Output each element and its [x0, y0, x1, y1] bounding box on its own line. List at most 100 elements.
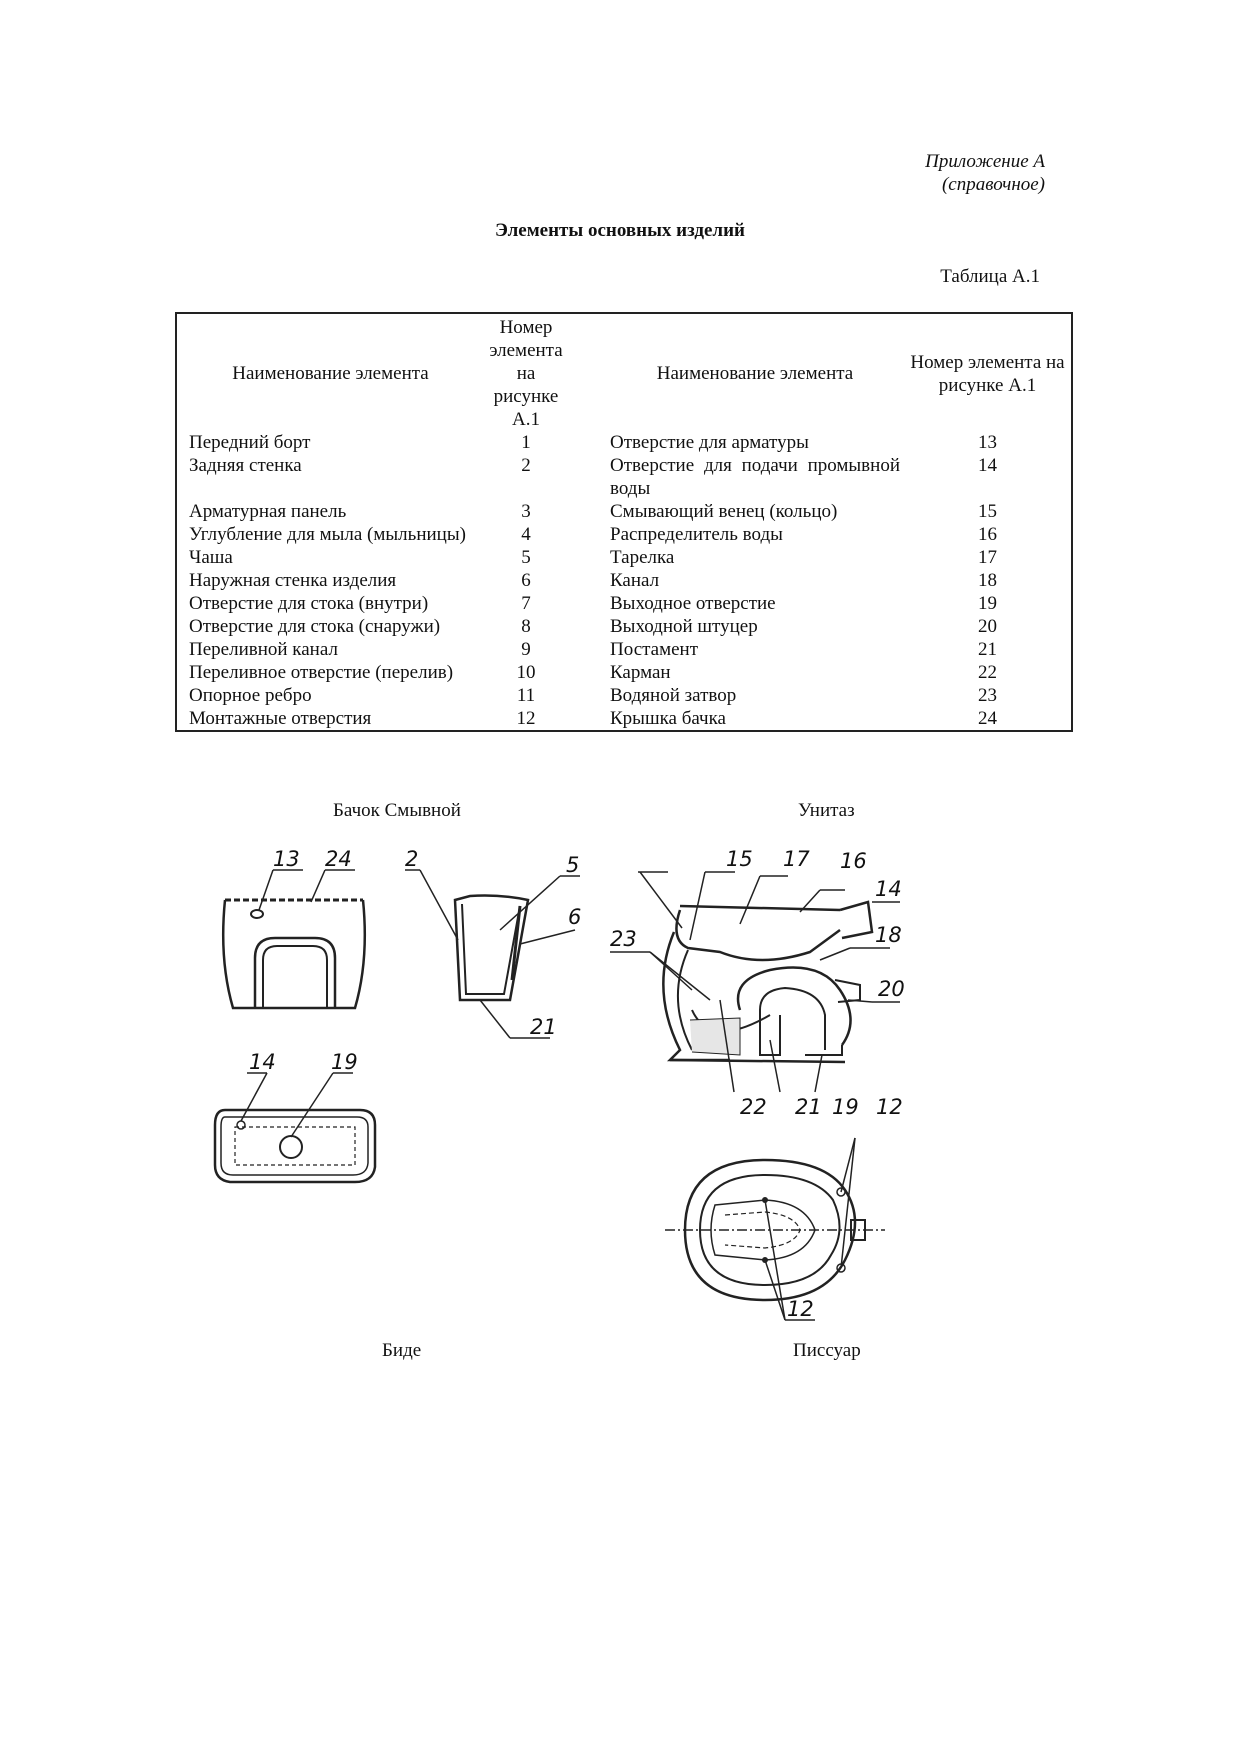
table-row: Задняя стенка 2 Отверстие для подачи промы…: [176, 454, 1072, 500]
row-name-right: Тарелка: [610, 547, 675, 568]
label-20: 20: [878, 977, 905, 1001]
urinal-drawing: 12: [655, 1120, 895, 1335]
cistern-side-drawing: 2 5 6 21: [400, 840, 600, 1050]
row-number-left: 4: [521, 524, 531, 545]
row-name-left: Отверстие для стока (внутри): [189, 593, 429, 614]
row-number-left: 8: [521, 616, 531, 637]
row-number-right: 22: [978, 662, 997, 683]
header-number-right: Номер элемента на рисунке А.1: [910, 351, 1065, 396]
row-number-right: 17: [978, 547, 997, 568]
label-23: 23: [610, 927, 637, 951]
row-name-right: Выходное отверстие: [610, 593, 776, 614]
table-row: Отверстие для стока (внутри) 7 Выходное от…: [176, 592, 1072, 615]
table-row: Опорное ребро 11 Водяной затвор 23: [176, 684, 1072, 707]
row-name-right: Канал: [610, 570, 660, 591]
caption-toilet: Унитаз: [798, 800, 855, 821]
table-row: Переливной канал 9 Постамент 21: [176, 638, 1072, 661]
header-number-left: Номер элемента на рисунке А.1: [489, 317, 563, 430]
row-name-right: Крышка бачка: [610, 708, 726, 729]
row-name-left: Арматурная панель: [189, 501, 347, 522]
caption-cistern: Бачок Смывной: [333, 800, 461, 821]
row-number-right: 18: [978, 570, 997, 591]
table-label: Таблица А.1: [940, 266, 1040, 287]
label-6: 6: [568, 905, 581, 929]
row-number-left: 7: [521, 593, 531, 614]
cistern-front-drawing: 13 24: [215, 840, 385, 1020]
row-name-left: Переливной канал: [189, 639, 338, 660]
caption-bidet: Биде: [382, 1340, 422, 1361]
row-number-right: 13: [978, 432, 997, 453]
row-name-right: Водяной затвор: [610, 685, 737, 706]
cistern-top-drawing: 14 19: [205, 1035, 395, 1195]
row-name-right: Отверстие для арматуры: [610, 432, 809, 453]
label-19-toilet: 19: [832, 1095, 859, 1119]
table-row: Отверстие для стока (снаружи) 8 Выходной ш…: [176, 615, 1072, 638]
label-16: 16: [840, 849, 867, 873]
row-name-left: Переливное отверстие (перелив): [189, 662, 454, 683]
table-row: Арматурная панель 3 Смывающий венец (кольц…: [176, 500, 1072, 523]
table-row: Углубление для мыла (мыльницы) 4 Распредел…: [176, 523, 1072, 546]
header-name-right: Наименование элемента: [656, 363, 854, 384]
label-17: 17: [783, 847, 810, 871]
row-name-left: Наружная стенка изделия: [189, 570, 397, 591]
row-name-left: Опорное ребро: [189, 685, 312, 706]
row-name-left: Чаша: [189, 547, 233, 568]
label-5: 5: [566, 853, 579, 877]
row-number-right: 19: [978, 593, 997, 614]
label-12-urinal: 12: [787, 1297, 814, 1321]
label-12-toilet: 12: [876, 1095, 903, 1119]
row-number-left: 6: [521, 570, 531, 591]
header-name-left: Наименование элемента: [232, 363, 429, 384]
row-name-right: Распределитель воды: [610, 524, 783, 545]
document-title: Элементы основных изделий: [494, 220, 745, 241]
label-21: 21: [530, 1015, 557, 1039]
caption-urinal: Писсуар: [793, 1340, 861, 1361]
elements-table: Наименование элемента Номер элемента на …: [175, 312, 1073, 732]
label-21-toilet: 21: [795, 1095, 822, 1119]
row-number-left: 2: [521, 455, 531, 476]
table-row: Монтажные отверстия 12 Крышка бачка 24: [176, 707, 1072, 731]
row-number-right: 14: [978, 455, 997, 476]
label-14: 14: [249, 1050, 276, 1074]
row-name-right: Карман: [610, 662, 671, 683]
row-number-left: 3: [521, 501, 531, 522]
row-name-right: Выходной штуцер: [610, 616, 758, 637]
row-number-right: 21: [978, 639, 997, 660]
label-13: 13: [273, 847, 300, 871]
table-row: Переливное отверстие (перелив) 10 Карман 22: [176, 661, 1072, 684]
table-row: Передний борт 1 Отверстие для арматуры 13: [176, 431, 1072, 454]
row-name-right: Смывающий венец (кольцо): [610, 501, 838, 522]
row-name-right: Постамент: [610, 639, 699, 660]
row-name-left: Задняя стенка: [189, 455, 302, 476]
table-header-row: Наименование элемента Номер элемента на …: [176, 313, 1072, 431]
row-name-left: Отверстие для стока (снаружи): [189, 616, 441, 637]
toilet-drawing: 15 17 16 14 23 18 20 22 21 19 12: [610, 840, 920, 1130]
label-14-toilet: 14: [875, 877, 902, 901]
label-2: 2: [405, 847, 418, 871]
label-18: 18: [875, 923, 902, 947]
row-number-right: 24: [978, 708, 997, 729]
row-number-right: 20: [978, 616, 997, 637]
appendix-line1: Приложение А: [925, 151, 1045, 172]
label-19: 19: [331, 1050, 358, 1074]
row-number-left: 11: [516, 685, 536, 706]
row-number-right: 16: [978, 524, 997, 545]
row-number-left: 5: [521, 547, 531, 568]
label-22: 22: [740, 1095, 767, 1119]
row-number-left: 9: [521, 639, 531, 660]
row-name-right: Отверстие для подачи промывной воды: [610, 455, 900, 499]
label-15: 15: [726, 847, 753, 871]
row-name-left: Передний борт: [189, 432, 311, 453]
row-number-left: 1: [521, 432, 531, 453]
row-name-left: Монтажные отверстия: [189, 708, 372, 729]
row-number-right: 15: [978, 501, 997, 522]
row-number-left: 12: [516, 708, 536, 729]
appendix-line2: (справочное): [941, 174, 1045, 195]
row-number-right: 23: [978, 685, 997, 706]
row-name-left: Углубление для мыла (мыльницы): [189, 524, 466, 545]
appendix-heading: Приложение А (справочное): [925, 150, 1045, 196]
row-number-left: 10: [516, 662, 536, 683]
table-row: Чаша 5 Тарелка 17: [176, 546, 1072, 569]
label-24: 24: [325, 847, 352, 871]
